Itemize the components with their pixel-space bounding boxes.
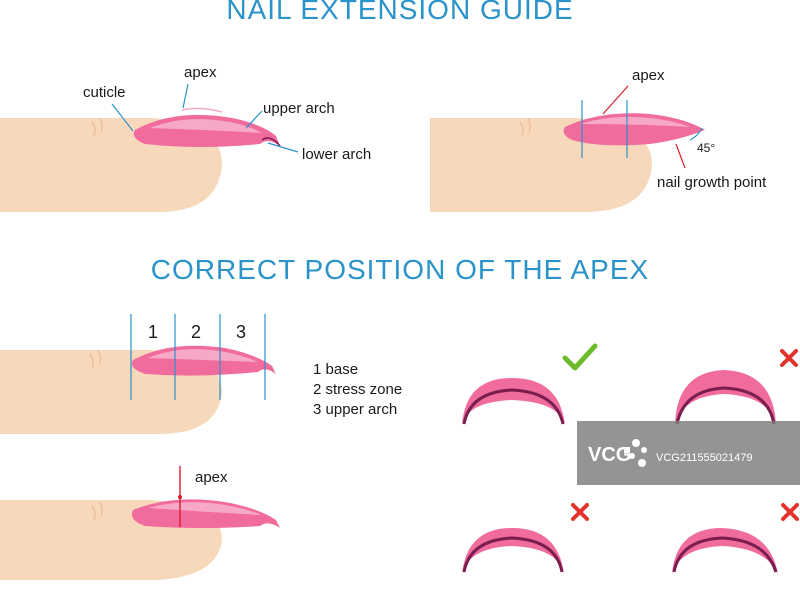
upper-arch-pointer [245,110,263,129]
lower-arch-pointer [267,142,299,153]
label-growth-point: nail growth point [657,174,767,191]
nail-highlight [150,119,262,133]
zone-number-2: 2 [191,322,201,342]
arch-shape [675,370,776,426]
nail-highlight [580,116,690,127]
arch-inner-line [462,536,564,573]
arch-example-uneven [672,503,799,574]
label-apex: apex [632,67,665,84]
growth-point-pointer [675,143,686,169]
zone-legend-2: 2 stress zone [313,381,402,398]
watermark: VCG VCG211555021479 [577,421,800,485]
cuticle-pointer [111,103,134,132]
cuticle-crease [91,501,104,521]
apex-arc-line [181,107,223,113]
apex-dot [178,495,182,499]
check-icon [562,343,598,371]
label-upper-arch: upper arch [263,100,335,117]
free-edge-lower-arch [261,137,281,147]
cross-icon [781,503,799,521]
label-apex: apex [195,469,228,486]
zone-number-3: 3 [236,322,246,342]
cross-icon [571,503,589,521]
label-lower-arch: lower arch [302,146,371,163]
cross-icon [780,349,798,367]
cuticle-crease [91,117,104,137]
watermark-box [577,421,800,485]
section-title: CORRECT POSITION OF THE APEX [150,254,650,285]
arch-inner-line [462,388,565,425]
arch-shape [462,528,564,574]
watermark-text: VCG211555021479 [656,452,752,464]
cuticle-crease [519,117,532,137]
arch-shape [462,378,565,426]
arch-inner-line [672,536,778,573]
apex-pointer [602,85,629,115]
angle-arc [689,127,703,141]
arch-inner-line [675,386,776,425]
diagram-nail-anatomy: cuticle apex upper arch lower arch [0,64,371,212]
nail-highlight [148,502,262,515]
apex-pointer [182,83,189,109]
watermark-logo-icon [624,439,647,467]
arch-example-flat-thin [462,503,589,574]
label-apex: apex [184,64,217,81]
zone-legend-1: 1 base [313,361,358,378]
diagram-nail-zones: 1 2 3 1 base 2 stress zone 3 upper arch [0,314,402,434]
diagram-apex-position: apex [0,466,280,580]
diagram-nail-angle: apex 45° nail growth point [430,67,767,212]
arch-shape [672,528,778,574]
label-cuticle: cuticle [83,84,126,101]
zone-number-1: 1 [148,322,158,342]
watermark-logo-text: VCG [588,444,631,466]
page-title: NAIL EXTENSION GUIDE [226,0,574,25]
arch-example-too-high [675,349,798,426]
zone-legend-3: 3 upper arch [313,401,397,418]
arch-example-correct [462,343,598,426]
cuticle-crease [89,349,102,369]
label-angle: 45° [697,141,715,155]
